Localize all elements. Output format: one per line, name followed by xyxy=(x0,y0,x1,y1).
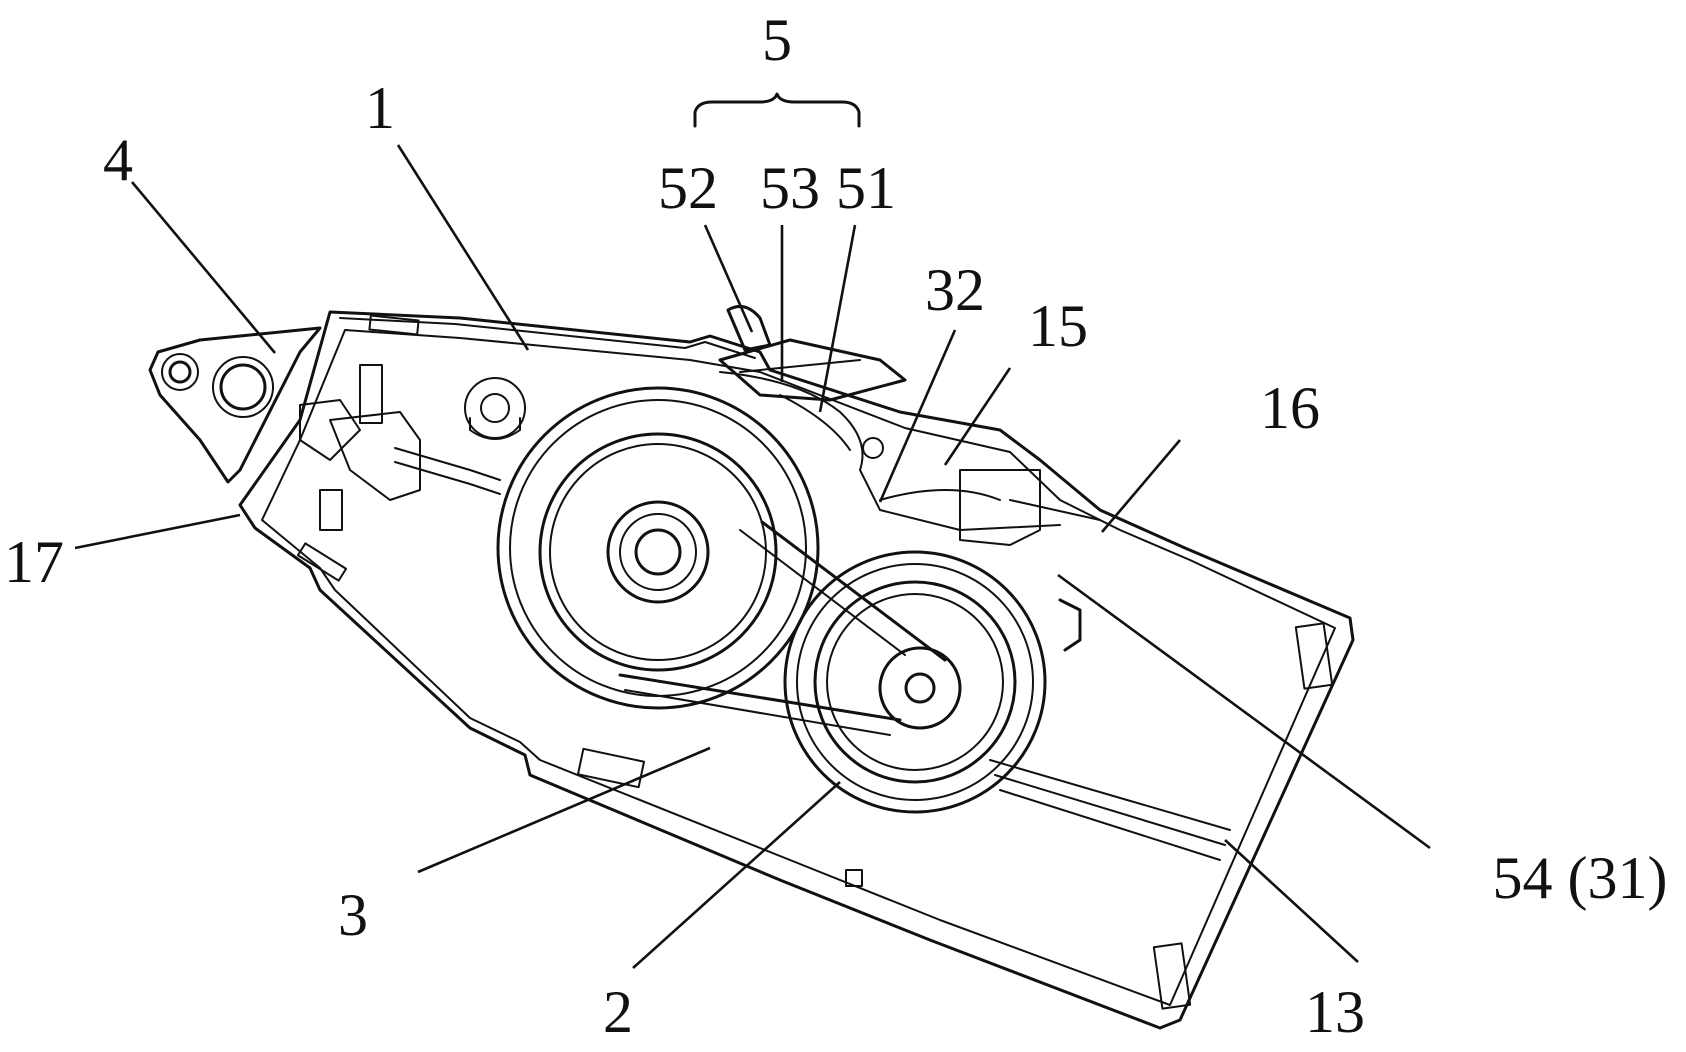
label-54: 54 (31) xyxy=(1493,845,1668,911)
label-1: 1 xyxy=(365,75,395,141)
label-3: 3 xyxy=(338,882,368,948)
leader-17 xyxy=(75,515,240,548)
take-up-spool xyxy=(785,552,1045,812)
label-5: 5 xyxy=(762,7,792,73)
leader-32 xyxy=(880,330,955,502)
leader-16 xyxy=(1102,440,1180,532)
leader-4 xyxy=(132,182,275,353)
label-16: 16 xyxy=(1260,375,1320,441)
label-53: 53 xyxy=(760,155,820,221)
label-51: 51 xyxy=(836,155,896,221)
nose-part-4 xyxy=(150,328,320,482)
group-5-brace xyxy=(695,94,859,126)
label-52: 52 xyxy=(658,155,718,221)
leader-54 xyxy=(1058,575,1430,848)
leader-51 xyxy=(820,225,855,412)
upper-mechanism xyxy=(720,306,1230,860)
internal-ribs xyxy=(300,365,525,530)
leader-13 xyxy=(1225,840,1358,962)
supply-spool xyxy=(498,388,818,708)
leader-52 xyxy=(705,225,752,332)
label-32: 32 xyxy=(925,257,985,323)
label-13: 13 xyxy=(1305,979,1365,1045)
label-2: 2 xyxy=(603,979,633,1045)
label-15: 15 xyxy=(1028,293,1088,359)
label-4: 4 xyxy=(103,127,133,193)
label-17: 17 xyxy=(4,529,64,595)
